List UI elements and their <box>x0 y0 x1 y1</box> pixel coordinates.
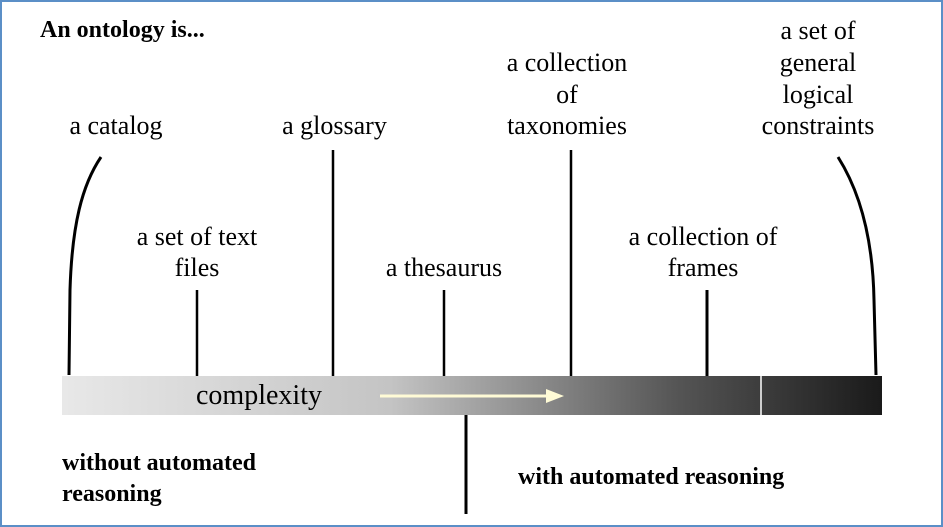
with-reasoning-label: with automated reasoning <box>518 464 785 490</box>
right-bracket <box>836 156 878 376</box>
arrow-head <box>546 389 564 403</box>
complexity-label: complexity <box>196 380 322 411</box>
label-glossary: a glossary <box>282 111 387 140</box>
label-thesaurus: a thesaurus <box>385 253 503 282</box>
left-bracket <box>67 156 103 376</box>
diagram-title: An ontology is... <box>40 17 205 43</box>
label-catalog: a catalog <box>69 111 163 140</box>
